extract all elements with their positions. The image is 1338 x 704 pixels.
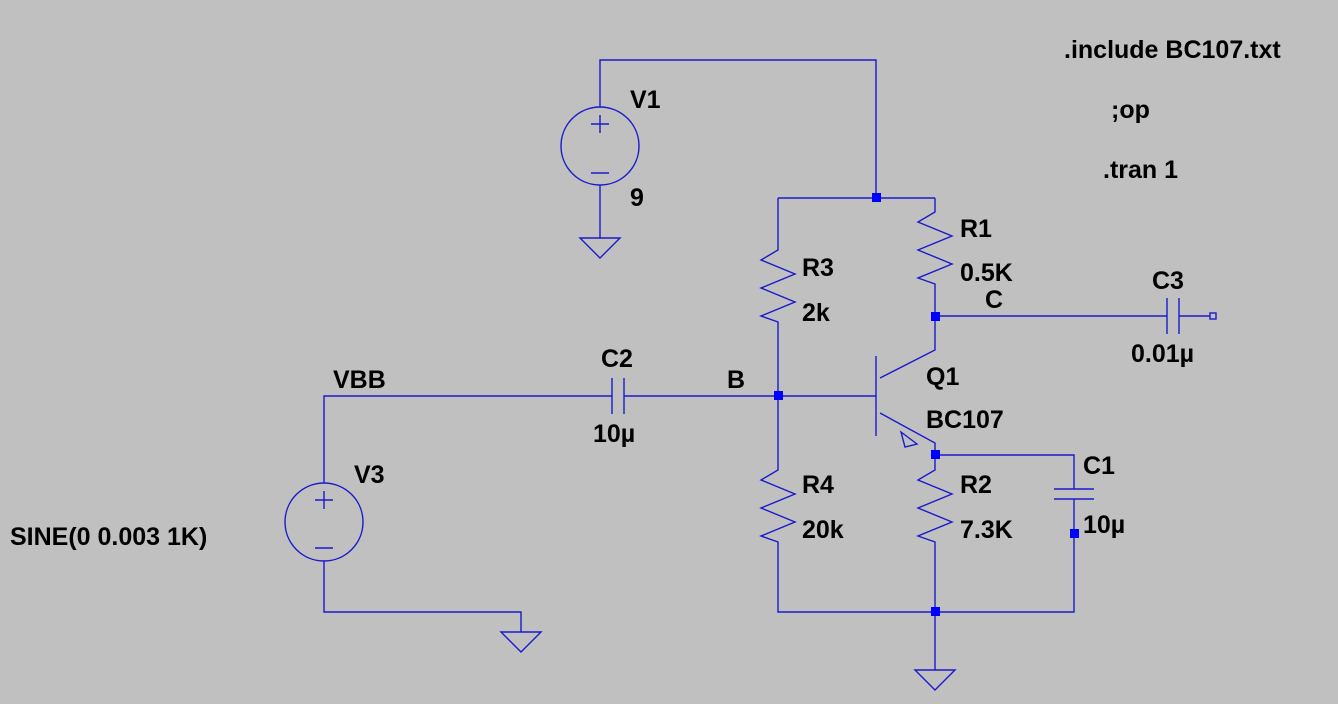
directive-include[interactable]: .include BC107.txt (1064, 36, 1281, 64)
r1-name: R1 (960, 215, 992, 243)
r1-resistor[interactable] (916, 208, 954, 290)
wire-v3-ground[interactable] (323, 561, 522, 632)
wire-vbb[interactable] (323, 395, 612, 483)
q1-model: BC107 (926, 406, 1004, 434)
junction-dot (931, 312, 940, 321)
junction-dot (1070, 529, 1079, 538)
directive-op[interactable]: ;op (1111, 96, 1150, 124)
v1-circle-icon (560, 106, 640, 186)
v3-name: V3 (354, 461, 385, 489)
junction-dot (774, 391, 783, 400)
junction-dot (872, 193, 881, 202)
v1-polarity-icon (591, 115, 609, 174)
r3-resistor[interactable] (759, 245, 797, 327)
ground-v1-icon (578, 237, 622, 259)
c3-capacitor[interactable] (1166, 298, 1180, 334)
r4-value: 20k (802, 516, 844, 544)
q1-emitter-arrow-icon (899, 430, 919, 448)
c3-name: C3 (1152, 267, 1184, 295)
directive-tran[interactable]: .tran 1 (1103, 156, 1178, 184)
r4-name: R4 (802, 471, 834, 499)
net-label-base: B (727, 366, 745, 394)
r2-name: R2 (960, 471, 992, 499)
r3-name: R3 (802, 254, 834, 282)
net-label-collector: C (985, 286, 1003, 314)
v3-value: SINE(0 0.003 1K) (10, 523, 207, 551)
v3-source[interactable] (284, 482, 364, 562)
r2-resistor[interactable] (916, 465, 954, 547)
r1-value: 0.5K (960, 259, 1013, 287)
junction-dot (931, 607, 940, 616)
v1-name: V1 (630, 86, 661, 114)
c2-capacitor[interactable] (611, 378, 625, 414)
c1-capacitor[interactable] (1054, 488, 1094, 534)
r4-resistor[interactable] (759, 465, 797, 547)
c1-name: C1 (1083, 452, 1115, 480)
c1-value: 10µ (1083, 511, 1125, 539)
v1-source[interactable] (560, 106, 640, 186)
output-port-icon[interactable] (1209, 312, 1217, 320)
v3-circle-icon (284, 482, 364, 562)
junction-dot (931, 450, 940, 459)
net-label-vbb: VBB (333, 366, 386, 394)
r2-value: 7.3K (960, 516, 1013, 544)
c2-name: C2 (601, 345, 633, 373)
wire-r4-bottom[interactable] (777, 534, 1075, 613)
q1-name: Q1 (926, 363, 959, 391)
v1-value: 9 (630, 184, 644, 212)
junctions (774, 193, 1079, 616)
wires (323, 59, 1210, 670)
wire-emitter-c1[interactable] (935, 454, 1075, 489)
c3-value: 0.01µ (1131, 340, 1194, 368)
wire-r1-collector[interactable] (879, 290, 936, 379)
wire-v1-top[interactable] (599, 59, 877, 198)
ground-v3-icon (499, 631, 543, 653)
ground-main-icon (913, 669, 957, 691)
r3-value: 2k (802, 299, 830, 327)
c2-value: 10µ (593, 420, 635, 448)
q1-transistor[interactable] (875, 356, 919, 448)
v3-polarity-icon (315, 491, 333, 549)
